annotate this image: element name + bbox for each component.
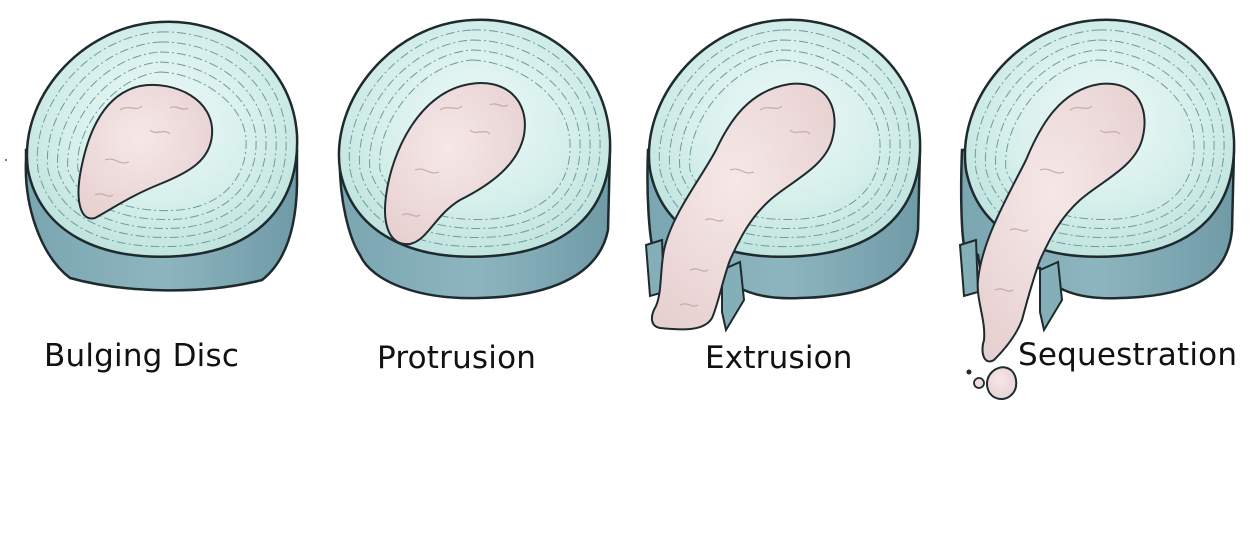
- stage-label-sequestration: Sequestration: [1018, 337, 1238, 373]
- nucleus-texture: [401, 103, 509, 217]
- protrusion-illustration: [337, 18, 612, 300]
- nucleus-texture: [679, 105, 811, 307]
- bulging-disc-illustration: [24, 20, 299, 292]
- torn-annulus-wall: [721, 260, 746, 333]
- annulus-rings: [658, 29, 911, 248]
- stage-label-bulging-disc: Bulging Disc: [44, 338, 240, 374]
- annulus-rings: [974, 29, 1225, 248]
- nucleus-pulposus: [650, 82, 836, 331]
- nucleus-pulposus: [976, 82, 1146, 363]
- torn-annulus-wall: [958, 238, 980, 298]
- nucleus-texture: [94, 105, 189, 197]
- sequestered-fragment: [973, 377, 985, 389]
- sequestered-fragment: [986, 366, 1018, 400]
- stage-label-extrusion: Extrusion: [705, 340, 853, 376]
- nucleus-pulposus: [384, 82, 526, 246]
- nucleus-texture: [994, 105, 1121, 292]
- stray-dot: [5, 159, 7, 161]
- annulus-rings: [36, 31, 287, 248]
- sequestered-fragment: [966, 369, 972, 375]
- sequestration-illustration: [958, 18, 1236, 400]
- stage-label-protrusion: Protrusion: [377, 340, 537, 376]
- extrusion-illustration: [644, 18, 922, 333]
- annulus-rings: [348, 29, 601, 248]
- torn-annulus-wall: [1039, 260, 1064, 333]
- nucleus-pulposus: [77, 84, 214, 220]
